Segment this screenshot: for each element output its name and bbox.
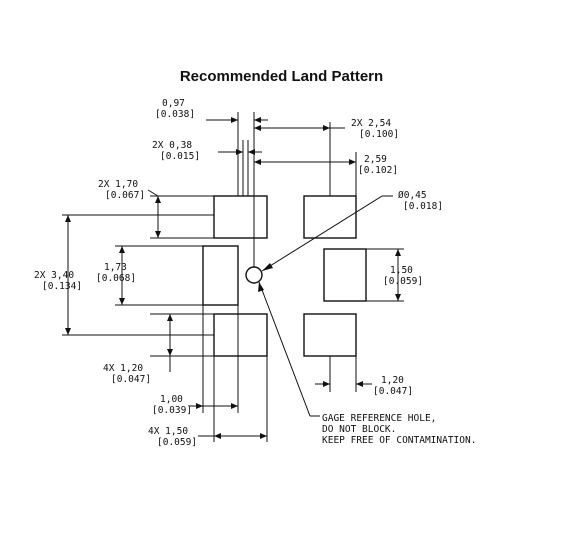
- dim-170-mm: 2X 1,70: [98, 179, 138, 190]
- dim-045-inch: [0.018]: [403, 201, 443, 212]
- dim-045-mm: Ø0,45: [398, 190, 427, 201]
- pad-mid-left: [202, 245, 239, 306]
- dim-170-inch: [0.067]: [105, 190, 145, 201]
- dim-120-right-mm: 1,20: [381, 375, 404, 386]
- pad-top-right: [303, 195, 357, 239]
- dim-038-mm: 2X 0,38: [152, 140, 192, 151]
- dim-150-right-inch: [0.059]: [383, 276, 423, 287]
- dim-254-inch: [0.100]: [359, 129, 399, 140]
- drawing-title: Recommended Land Pattern: [179, 68, 384, 85]
- dimension-lines: [65, 117, 401, 439]
- dim-173-inch: [0.068]: [96, 273, 136, 284]
- note-line-1: GAGE REFERENCE HOLE,: [322, 413, 436, 424]
- dim-259-mm: 2,59: [364, 154, 387, 165]
- dim-097-inch: [0.038]: [155, 109, 195, 120]
- dim-120-left-inch: [0.047]: [111, 374, 151, 385]
- dim-120-left-mm: 4X 1,20: [103, 363, 143, 374]
- pad-top-left: [213, 195, 268, 239]
- dim-150-right-mm: 1,50: [390, 265, 413, 276]
- dim-100-mm: 1,00: [160, 394, 183, 405]
- note-line-2: DO NOT BLOCK.: [322, 424, 396, 435]
- dim-100-inch: [0.039]: [152, 405, 192, 416]
- dim-097-mm: 0,97: [162, 98, 185, 109]
- pad-mid-right: [323, 248, 367, 302]
- dim-340-inch: [0.134]: [42, 281, 82, 292]
- dim-259-inch: [0.102]: [358, 165, 398, 176]
- dim-150-bottom-inch: [0.059]: [157, 437, 197, 448]
- dim-254-mm: 2X 2,54: [351, 118, 391, 129]
- pad-bottom-left: [213, 313, 268, 357]
- gage-reference-hole: [245, 266, 263, 284]
- dim-038-inch: [0.015]: [160, 151, 200, 162]
- dim-150-bottom-mm: 4X 1,50: [148, 426, 188, 437]
- note-line-3: KEEP FREE OF CONTAMINATION.: [322, 435, 476, 446]
- dim-120-right-inch: [0.047]: [373, 386, 413, 397]
- dim-173-mm: 1,73: [104, 262, 127, 273]
- pad-bottom-right: [303, 313, 357, 357]
- dim-340-mm: 2X 3,40: [34, 270, 74, 281]
